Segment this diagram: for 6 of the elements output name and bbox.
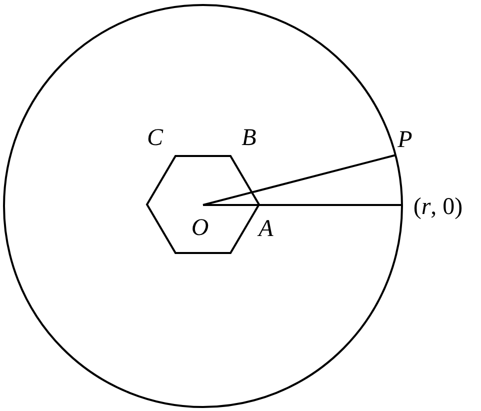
point-label: B — [242, 126, 256, 150]
point-label: C — [147, 126, 163, 150]
point-label: A — [258, 217, 274, 241]
point-label: P — [398, 128, 412, 152]
coordinate-label: (r, 0) — [413, 195, 463, 219]
point-label: O — [191, 216, 209, 240]
